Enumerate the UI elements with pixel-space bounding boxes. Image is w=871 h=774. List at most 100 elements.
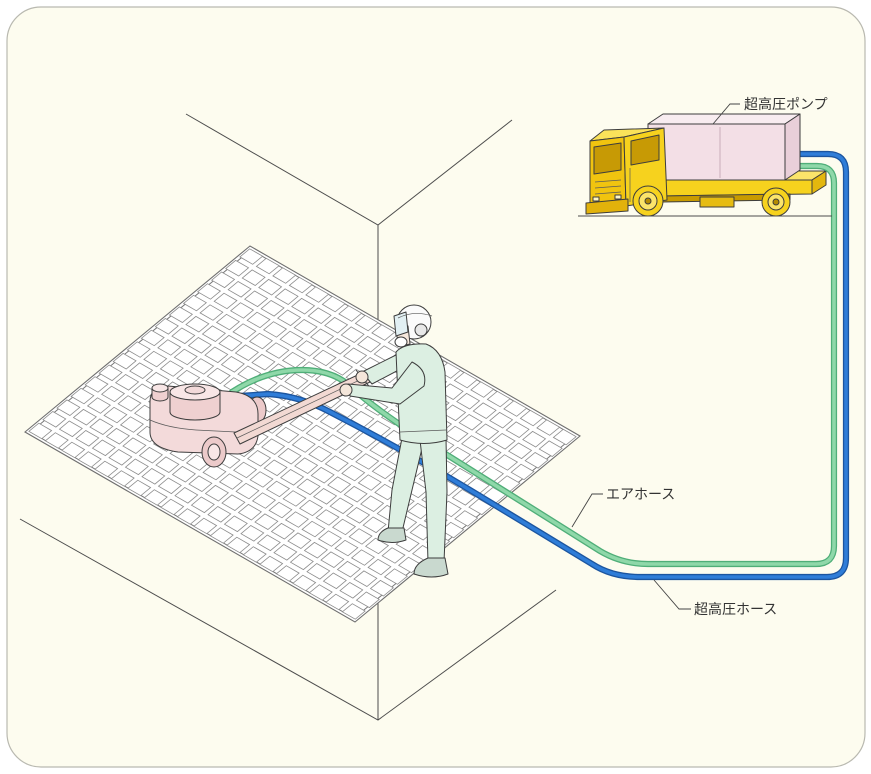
grating-cell [275, 426, 300, 444]
grating-cell [494, 454, 519, 471]
grating-cell [326, 338, 351, 355]
grating-cell [510, 463, 535, 481]
grating-cell [272, 267, 297, 284]
grating-cell [505, 421, 530, 438]
grating-cell [381, 547, 406, 564]
grating-cell [220, 356, 245, 373]
grating-cell [503, 400, 528, 417]
grating-cell [310, 328, 335, 346]
machine-knob-top [151, 383, 169, 393]
grating-cell [75, 430, 100, 447]
grating-cell [247, 450, 272, 467]
grating-cell [277, 309, 302, 327]
grating-cell [522, 430, 547, 448]
worker-helmet-brim [397, 313, 433, 319]
grating-cell [127, 479, 152, 497]
grating-cell [119, 416, 144, 433]
grating-cell [143, 350, 168, 368]
high-pressure-hose-core [238, 152, 848, 579]
grating-cell [206, 367, 231, 385]
worker-near-boot [413, 557, 449, 578]
grating-cell [221, 494, 246, 511]
grating-cell [369, 441, 394, 459]
grating-cell [72, 408, 97, 426]
grating-cell [157, 477, 182, 495]
grating-cell [108, 449, 133, 466]
worker-near-hand [339, 383, 353, 397]
grating-cell [472, 402, 497, 419]
grating-cell [213, 292, 238, 310]
grating-cell [91, 439, 116, 457]
grating-cell [552, 428, 577, 446]
grating-cell [61, 441, 86, 459]
grating-cell [293, 319, 318, 336]
grating-cell [160, 498, 185, 516]
grating-cell [263, 459, 288, 477]
cab-headlight-left [592, 196, 600, 202]
grating-cell [287, 532, 312, 549]
floor-cleaning-machine [149, 383, 267, 468]
cab-grille-bar-2 [594, 185, 622, 189]
grating-cell [256, 534, 281, 552]
grating-cell [327, 476, 352, 493]
grating-cell [475, 423, 500, 441]
grating-cell [281, 351, 306, 369]
grating-cell [171, 465, 196, 483]
pump-unit [647, 113, 801, 181]
high-pressure-hose-callout: 超高圧ホース [653, 579, 777, 618]
grating-cell [274, 288, 299, 305]
grating-cell [454, 510, 479, 527]
grating-cell [334, 539, 359, 557]
grating-cell [339, 582, 364, 599]
grating-cell [461, 435, 486, 452]
grating-cell [365, 537, 390, 555]
grating-cell [440, 521, 465, 539]
grating-cell [171, 327, 196, 345]
truck-cab [585, 127, 668, 215]
grating-cell [346, 507, 371, 524]
grating-cell [325, 593, 350, 611]
grating-cell [458, 414, 483, 431]
grating-cell [305, 424, 330, 442]
grating-cell [324, 455, 349, 472]
grating-cell [233, 461, 258, 479]
grating-cell [28, 422, 53, 440]
grating-cell [341, 603, 366, 620]
cab-windshield [593, 142, 622, 175]
grating-cell [211, 271, 236, 289]
grating-cell [279, 330, 304, 348]
grating-cell [56, 399, 81, 416]
grating-cell [451, 489, 476, 506]
grating-cell [207, 506, 232, 523]
grating-cell [536, 419, 561, 436]
grating-cell [357, 474, 382, 491]
worker-belt [399, 429, 447, 433]
grating-cell [362, 516, 387, 534]
pump-leader-line [712, 103, 740, 125]
grating-cell [294, 457, 319, 474]
grating-cell [340, 326, 365, 343]
grating-cell [223, 515, 248, 533]
grating-cell [138, 446, 163, 464]
grating-cell [103, 406, 128, 424]
grating-cell [260, 300, 285, 317]
grating-cell [112, 352, 137, 370]
grating-cell [299, 499, 324, 517]
grating-cell [332, 518, 357, 536]
grating-cell [305, 286, 330, 303]
grating-cell [110, 470, 135, 487]
high-pressure-hose-leader-line [653, 579, 691, 610]
truck-fuel-tank [699, 196, 735, 208]
grating-cell [176, 508, 201, 525]
worker-far-hand [355, 370, 369, 384]
cab-grille-bar-3 [594, 191, 622, 195]
grating-cell [292, 574, 317, 592]
machine-motor-cap [184, 385, 206, 395]
grating-cell [173, 348, 198, 366]
grating-cell [86, 397, 111, 414]
grating-cell [261, 438, 286, 455]
grating-cell [321, 295, 346, 313]
grating-cell [273, 544, 298, 561]
grating-cell [122, 437, 147, 454]
grating-cell [227, 281, 252, 298]
